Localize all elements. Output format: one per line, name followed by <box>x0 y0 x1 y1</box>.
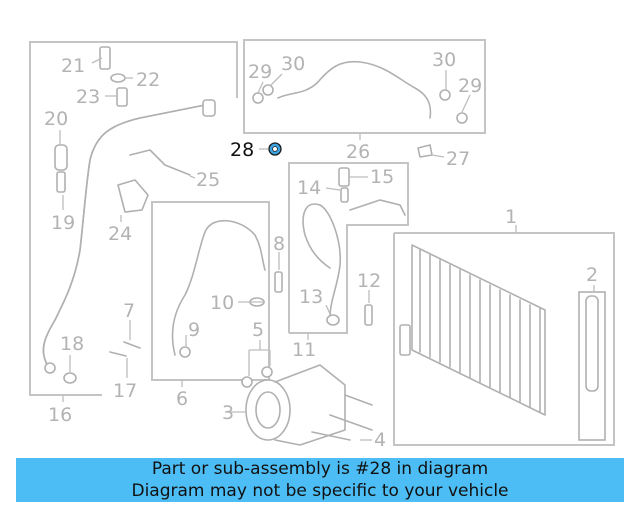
pipe-16-fitting <box>44 362 56 374</box>
pipe-11-end <box>349 199 406 216</box>
oring-30a <box>262 84 274 96</box>
oring-13 <box>326 314 340 326</box>
callout-27: 27 <box>446 148 470 170</box>
valve-14 <box>340 187 349 203</box>
oring-29b <box>456 112 468 124</box>
pipe-11 <box>302 203 341 319</box>
callout-22: 22 <box>136 69 160 91</box>
banner-line-2: Diagram may not be specific to your vehi… <box>131 481 509 501</box>
compressor-3 <box>245 364 346 446</box>
group-box-16 <box>29 41 238 396</box>
bolt-7 <box>123 341 141 349</box>
callout-6: 6 <box>176 388 188 410</box>
callout-7: 7 <box>123 300 135 322</box>
oring-9 <box>179 346 191 358</box>
oring-18 <box>63 372 77 384</box>
callout-10: 10 <box>210 292 234 314</box>
bolt-5a <box>241 376 253 388</box>
callout-5: 5 <box>252 319 264 341</box>
callout-29-right: 29 <box>458 75 482 97</box>
pipe-16-end <box>202 99 216 117</box>
callout-14: 14 <box>297 177 321 199</box>
callout-25: 25 <box>196 169 220 191</box>
condenser-1 <box>399 244 546 416</box>
callout-26: 26 <box>346 141 370 163</box>
oring-29a <box>252 92 264 104</box>
callout-8: 8 <box>273 233 285 255</box>
info-banner: Part or sub-assembly is #28 in diagram D… <box>16 458 624 502</box>
callout-12: 12 <box>357 270 381 292</box>
group-box-26 <box>243 39 486 134</box>
bolt-5b <box>261 366 273 378</box>
bolt-27 <box>417 144 433 158</box>
bolt-17 <box>109 351 127 357</box>
sensor-21 <box>99 46 111 70</box>
oring-22 <box>110 73 126 83</box>
oring-30b <box>439 89 451 101</box>
callout-16: 16 <box>48 404 72 426</box>
pipe-16-inner <box>42 103 211 367</box>
valve-19 <box>56 171 66 193</box>
drier-2 <box>585 295 599 392</box>
group-box-6 <box>151 201 270 381</box>
callout-24: 24 <box>108 223 132 245</box>
sensor-15 <box>338 167 350 187</box>
callout-30-left: 30 <box>281 53 305 75</box>
callout-4: 4 <box>374 429 386 451</box>
bolts-4 <box>311 394 373 441</box>
callout-18: 18 <box>60 333 84 355</box>
banner-line-1: Part or sub-assembly is #28 in diagram <box>151 459 489 479</box>
callout-30-right: 30 <box>432 49 456 71</box>
group-box-11 <box>288 162 409 334</box>
callout-3: 3 <box>222 402 234 424</box>
leader-lines <box>59 57 595 441</box>
callout-13: 13 <box>299 286 323 308</box>
callout-29-left: 29 <box>248 61 272 83</box>
cap-20 <box>54 144 68 171</box>
callout-19: 19 <box>51 212 75 234</box>
callout-21: 21 <box>61 55 85 77</box>
callout-15: 15 <box>370 166 394 188</box>
callout-20: 20 <box>44 108 68 130</box>
bolt-12 <box>364 304 373 326</box>
callout-1: 1 <box>505 206 517 228</box>
callout-23: 23 <box>76 86 100 108</box>
part-28-core <box>272 146 278 152</box>
callout-17: 17 <box>113 380 137 402</box>
callout-11: 11 <box>292 339 316 361</box>
bolt-8 <box>274 271 283 293</box>
valve-23 <box>116 87 128 107</box>
hose-26 <box>277 60 432 119</box>
callout-2: 2 <box>586 264 598 286</box>
bracket-24 <box>117 179 149 213</box>
hose-6 <box>171 219 266 356</box>
callout-9: 9 <box>188 319 200 341</box>
harness-25 <box>129 149 191 176</box>
callout-28: 28 <box>230 139 254 161</box>
group-box-1 <box>393 232 615 446</box>
